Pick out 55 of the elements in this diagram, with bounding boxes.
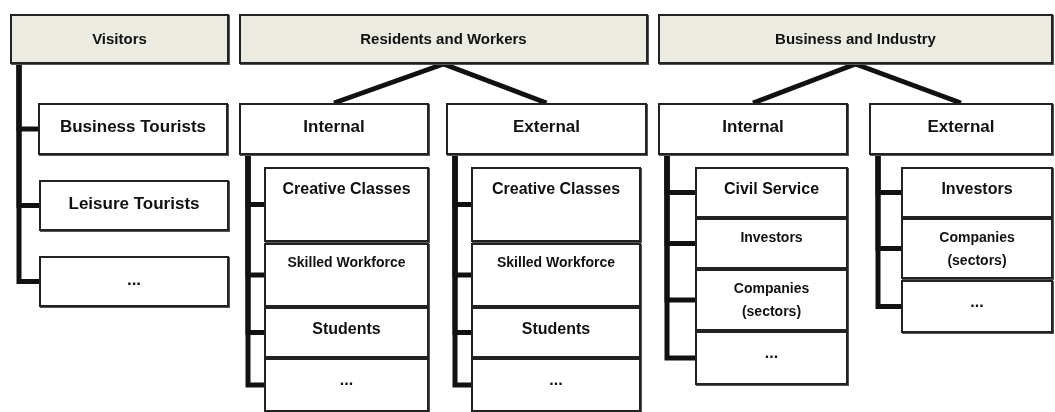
- category-box: [695, 167, 848, 218]
- box-label: Students: [312, 319, 381, 339]
- box-label: Business and Industry: [775, 30, 936, 48]
- category-box: [695, 331, 848, 385]
- box-label: Skilled Workforce: [497, 253, 615, 272]
- box-label: ...: [764, 343, 779, 363]
- connector-line: [452, 155, 471, 388]
- category-box: [901, 167, 1053, 218]
- category-box: [869, 103, 1053, 155]
- box-label: ...: [970, 292, 984, 312]
- category-box: [695, 218, 848, 269]
- box-label: Residents and Workers: [360, 30, 527, 48]
- category-box: [264, 307, 429, 358]
- box-label: Creative Classes: [282, 179, 411, 199]
- connector-line: [664, 155, 695, 361]
- category-box: [658, 103, 848, 155]
- box-label: ...: [549, 370, 563, 390]
- category-box: [446, 103, 647, 155]
- category-box: [471, 167, 641, 242]
- box-label: Investors: [740, 228, 803, 247]
- category-box: [264, 358, 429, 412]
- box-label: ...: [339, 370, 354, 390]
- connector-line: [16, 64, 39, 284]
- category-header-box: [10, 14, 229, 64]
- box-label: Internal: [722, 116, 784, 138]
- box-label: Companies (sectors): [938, 228, 1016, 271]
- category-box: [39, 180, 229, 231]
- box-label: Civil Service: [723, 179, 820, 199]
- box-label: Business Tourists: [59, 116, 207, 138]
- category-box: [39, 256, 229, 307]
- connector-line: [875, 155, 901, 309]
- category-box: [901, 218, 1053, 279]
- box-label: External: [512, 116, 581, 138]
- category-box: [471, 307, 641, 358]
- category-header-box: [658, 14, 1053, 64]
- category-box: [264, 243, 429, 307]
- category-box: [471, 358, 641, 412]
- category-box: [901, 280, 1053, 333]
- box-label: External: [927, 116, 995, 138]
- box-label: Creative Classes: [491, 179, 621, 199]
- category-box: [38, 103, 228, 155]
- category-box: [471, 243, 641, 307]
- box-label: ...: [126, 269, 142, 291]
- box-label: Skilled Workforce: [287, 253, 406, 272]
- category-box: [264, 167, 429, 242]
- box-label: Visitors: [92, 30, 147, 48]
- connector-line: [245, 155, 264, 388]
- box-label: Internal: [303, 116, 365, 138]
- box-label: Leisure Tourists: [68, 193, 200, 215]
- box-label: Students: [521, 319, 591, 339]
- box-label: Companies (sectors): [732, 279, 811, 322]
- category-header-box: [239, 14, 648, 64]
- category-box: [695, 269, 848, 331]
- box-label: Investors: [941, 179, 1013, 199]
- category-box: [239, 103, 429, 155]
